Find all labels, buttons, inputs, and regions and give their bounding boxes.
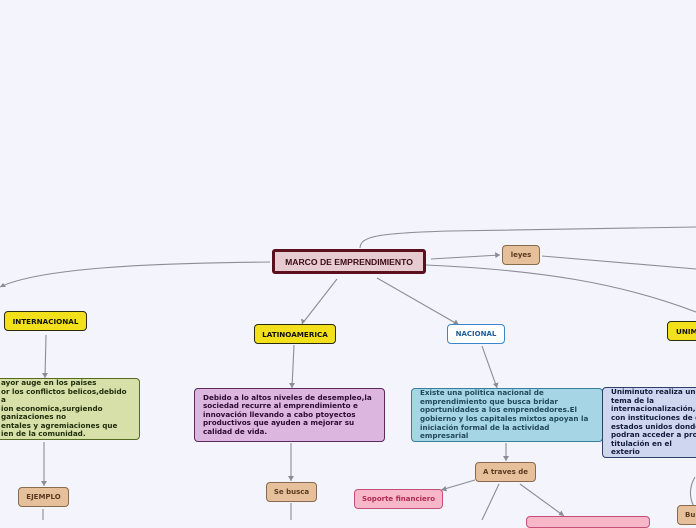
leyes-node[interactable]: leyes <box>502 245 540 265</box>
soporte-financiero-node[interactable]: Soporte financiero <box>354 489 443 509</box>
root-node[interactable]: MARCO DE EMPRENDIMIENTO <box>272 249 426 274</box>
edge-root-latinoamerica <box>301 278 338 325</box>
edge-atraves-left-down <box>481 483 500 520</box>
uniminuto-node[interactable]: UNIM <box>667 321 696 341</box>
edge-atraves-right <box>519 483 565 517</box>
edge-atraves-soporte <box>440 479 476 491</box>
internacional-node[interactable]: INTERNACIONAL <box>4 311 87 331</box>
internacional-text-node[interactable]: ayor auge en los paises or los conflicto… <box>0 378 140 440</box>
edge-uniminuto-bu <box>689 476 696 508</box>
latinoamerica-node[interactable]: LATINOAMERICA <box>254 324 336 344</box>
a-traves-de-node[interactable]: A traves de <box>475 462 536 482</box>
nacional-text-node[interactable]: Existe una politica nacional de emprendi… <box>411 388 603 442</box>
edge-root-uniminuto <box>425 264 696 313</box>
edge-leyes-right <box>541 255 696 270</box>
edge-root-nacional <box>376 277 460 326</box>
ejemplo-node[interactable]: EJEMPLO <box>18 487 69 507</box>
edge-nacional-body <box>481 345 498 389</box>
latinoamerica-text-node[interactable]: Debido a lo altos niveles de desempleo,l… <box>194 388 385 442</box>
edge-internacional-body <box>44 334 47 379</box>
edge-root-top-arc <box>359 226 696 249</box>
se-busca-node[interactable]: Se busca <box>266 482 317 502</box>
edge-latinoamerica-body <box>291 344 295 389</box>
bu-node[interactable]: Bu <box>677 505 696 525</box>
uniminuto-text-node[interactable]: Uniminuto realiza un c tema de la intern… <box>602 387 696 458</box>
edge-root-internacional <box>0 261 271 288</box>
pink-node-partial[interactable] <box>526 516 650 528</box>
edge-root-leyes <box>430 254 501 260</box>
nacional-node[interactable]: NACIONAL <box>447 324 505 344</box>
